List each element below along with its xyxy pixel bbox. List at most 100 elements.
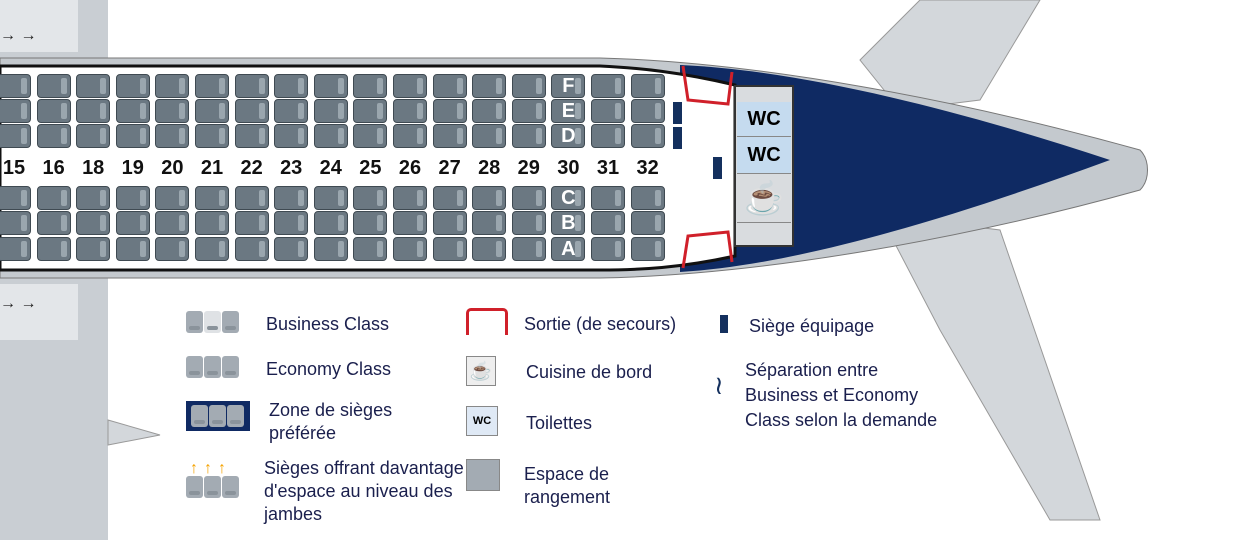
seat-21A[interactable] [195, 237, 229, 261]
seat-23E[interactable] [274, 99, 309, 123]
seat-25D[interactable] [353, 124, 388, 148]
seat-30B[interactable] [551, 211, 586, 235]
seat-28F[interactable] [472, 74, 507, 98]
seat-15E[interactable] [0, 99, 31, 123]
seat-32F[interactable] [630, 74, 665, 98]
seat-24E[interactable] [313, 99, 348, 123]
seat-25C[interactable] [353, 186, 388, 210]
seat-19F[interactable] [115, 74, 150, 98]
seat-30E[interactable] [551, 99, 586, 123]
seat-26D[interactable] [393, 124, 427, 148]
seat-26B[interactable] [393, 211, 427, 235]
seat-19D[interactable] [115, 124, 150, 148]
seat-15D[interactable] [0, 124, 31, 148]
seat-24B[interactable] [313, 211, 348, 235]
seat-29B[interactable] [511, 211, 546, 235]
seat-30F[interactable] [551, 74, 586, 98]
seat-22A[interactable] [234, 237, 269, 261]
seat-26A[interactable] [393, 237, 427, 261]
seat-16D[interactable] [36, 124, 71, 148]
seat-25A[interactable] [353, 237, 388, 261]
seat-28D[interactable] [472, 124, 507, 148]
seat-24D[interactable] [313, 124, 348, 148]
seat-25F[interactable] [353, 74, 388, 98]
seat-19A[interactable] [115, 237, 150, 261]
seat-19E[interactable] [115, 99, 150, 123]
seat-27C[interactable] [432, 186, 467, 210]
seat-18F[interactable] [76, 74, 111, 98]
seat-31B[interactable] [591, 211, 625, 235]
seat-29C[interactable] [511, 186, 546, 210]
seat-21C[interactable] [195, 186, 229, 210]
seat-22E[interactable] [234, 99, 269, 123]
seat-26C[interactable] [393, 186, 427, 210]
seat-24A[interactable] [313, 237, 348, 261]
seat-15F[interactable] [0, 74, 31, 98]
seat-31A[interactable] [591, 237, 625, 261]
seat-15A[interactable] [0, 237, 31, 261]
seat-30A[interactable] [551, 237, 586, 261]
seat-25B[interactable] [353, 211, 388, 235]
seat-28E[interactable] [472, 99, 507, 123]
seat-16B[interactable] [36, 211, 71, 235]
seat-15B[interactable] [0, 211, 31, 235]
seat-31E[interactable] [591, 99, 625, 123]
seat-20F[interactable] [155, 74, 190, 98]
seat-16E[interactable] [36, 99, 71, 123]
seat-21F[interactable] [195, 74, 229, 98]
seat-32A[interactable] [630, 237, 665, 261]
seat-24F[interactable] [313, 74, 348, 98]
seat-27D[interactable] [432, 124, 467, 148]
seat-22D[interactable] [234, 124, 269, 148]
seat-27F[interactable] [432, 74, 467, 98]
seat-15C[interactable] [0, 186, 31, 210]
seat-32E[interactable] [630, 99, 665, 123]
seat-18D[interactable] [76, 124, 111, 148]
seat-29E[interactable] [511, 99, 546, 123]
seat-16A[interactable] [36, 237, 71, 261]
seat-18B[interactable] [76, 211, 111, 235]
seat-16F[interactable] [36, 74, 71, 98]
seat-28A[interactable] [472, 237, 507, 261]
seat-18A[interactable] [76, 237, 111, 261]
seat-21B[interactable] [195, 211, 229, 235]
seat-21D[interactable] [195, 124, 229, 148]
seat-22B[interactable] [234, 211, 269, 235]
seat-20A[interactable] [155, 237, 190, 261]
seat-16C[interactable] [36, 186, 71, 210]
seat-29F[interactable] [511, 74, 546, 98]
seat-22F[interactable] [234, 74, 269, 98]
seat-23F[interactable] [274, 74, 309, 98]
seat-32D[interactable] [630, 124, 665, 148]
seat-18E[interactable] [76, 99, 111, 123]
seat-20E[interactable] [155, 99, 190, 123]
seat-28B[interactable] [472, 211, 507, 235]
seat-29D[interactable] [511, 124, 546, 148]
seat-30D[interactable] [551, 124, 586, 148]
seat-26F[interactable] [393, 74, 427, 98]
seat-22C[interactable] [234, 186, 269, 210]
seat-21E[interactable] [195, 99, 229, 123]
seat-27A[interactable] [432, 237, 467, 261]
seat-27B[interactable] [432, 211, 467, 235]
seat-28C[interactable] [472, 186, 507, 210]
seat-23C[interactable] [274, 186, 309, 210]
seat-23B[interactable] [274, 211, 309, 235]
seat-29A[interactable] [511, 237, 546, 261]
seat-19B[interactable] [115, 211, 150, 235]
seat-32B[interactable] [630, 211, 665, 235]
seat-19C[interactable] [115, 186, 150, 210]
seat-27E[interactable] [432, 99, 467, 123]
seat-30C[interactable] [551, 186, 586, 210]
seat-20C[interactable] [155, 186, 190, 210]
seat-32C[interactable] [630, 186, 665, 210]
seat-24C[interactable] [313, 186, 348, 210]
seat-20B[interactable] [155, 211, 190, 235]
seat-23D[interactable] [274, 124, 309, 148]
seat-31F[interactable] [591, 74, 625, 98]
seat-25E[interactable] [353, 99, 388, 123]
seat-18C[interactable] [76, 186, 111, 210]
seat-20D[interactable] [155, 124, 190, 148]
seat-31D[interactable] [591, 124, 625, 148]
seat-31C[interactable] [591, 186, 625, 210]
